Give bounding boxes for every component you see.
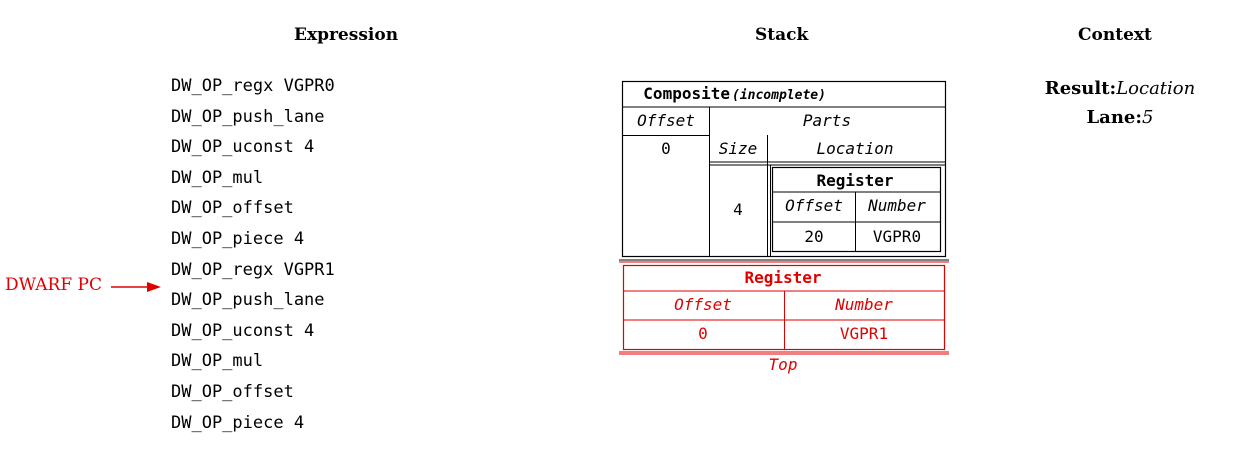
inner-register-entry: Register Offset Number 20 VGPR0 (771, 166, 942, 253)
stack-header: Stack (755, 25, 809, 45)
expression-op: DW_OP_uconst 4 (171, 320, 315, 341)
composite-offset-value: 0 (661, 139, 671, 158)
composite-offset-header: Offset (637, 111, 695, 130)
expression-op: DW_OP_mul (171, 351, 264, 372)
expression-header: Expression (294, 25, 399, 45)
expression-op: DW_OP_regx VGPR0 (171, 76, 335, 96)
inner-offset-header: Offset (785, 196, 843, 215)
composite-size-header: Size (719, 139, 758, 158)
dwarf-pc-label: DWARF PC (5, 275, 102, 295)
stack-top-label: Top (769, 355, 798, 374)
composite-title: Composite (643, 84, 730, 103)
top-number-header: Number (834, 295, 893, 314)
expression-op: DW_OP_piece 4 (171, 228, 305, 249)
lane-label: Lane: (1086, 107, 1143, 128)
context-header: Context (1078, 25, 1152, 45)
inner-offset-value: 20 (804, 227, 823, 246)
top-register-title: Register (744, 268, 821, 287)
inner-register-title: Register (816, 171, 893, 190)
dwarf-pc-arrow-icon (111, 282, 161, 292)
expression-op: DW_OP_offset (171, 381, 294, 402)
composite-status: (incomplete) (732, 88, 826, 103)
context-result: Result:Location (1000, 78, 1240, 99)
result-label: Result: (1044, 78, 1117, 99)
top-number-value: VGPR1 (840, 324, 888, 343)
expression-op: DW_OP_mul (171, 167, 264, 188)
context-lane: Lane:5 (1000, 107, 1240, 128)
expression-op: DW_OP_regx VGPR1 (171, 259, 335, 280)
result-value: Location (1116, 78, 1196, 99)
composite-entry: Composite (incomplete) Offset Parts 0 Si… (621, 80, 947, 258)
expression-op: DW_OP_uconst 4 (171, 137, 315, 158)
expression-op: DW_OP_push_lane (171, 290, 325, 311)
expression-op: DW_OP_push_lane (171, 106, 325, 127)
top-offset-value: 0 (698, 324, 708, 343)
expression-op-list: DW_OP_regx VGPR0 DW_OP_push_lane DW_OP_u… (171, 74, 335, 441)
expression-op: DW_OP_piece 4 (171, 412, 305, 433)
composite-parts-header: Parts (803, 111, 851, 130)
expression-op: DW_OP_offset (171, 198, 294, 219)
top-offset-header: Offset (674, 295, 732, 314)
top-register-entry: Register Offset Number 0 VGPR1 Top (619, 261, 949, 374)
composite-size-value: 4 (733, 200, 743, 219)
composite-location-header: Location (816, 139, 893, 158)
lane-value: 5 (1142, 107, 1154, 128)
inner-number-value: VGPR0 (873, 227, 921, 246)
inner-number-header: Number (867, 196, 926, 215)
